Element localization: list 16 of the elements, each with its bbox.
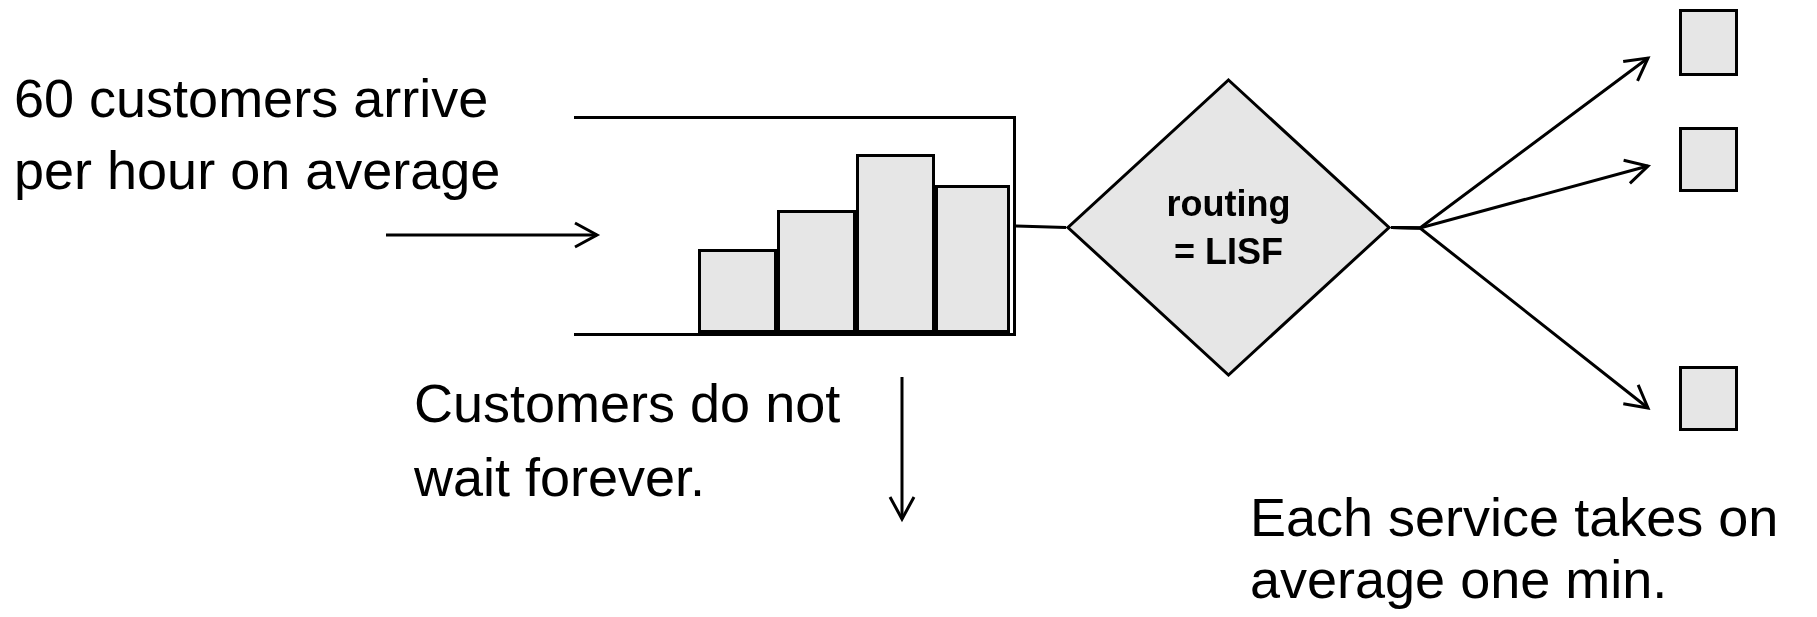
queued-customer-bar [698,249,777,333]
server-box [1679,9,1738,76]
server-box [1679,127,1738,192]
note-text: Customers do not wait forever. [414,372,842,509]
queued-customer-bar [777,210,856,333]
arrow [386,221,599,249]
note-text: 60 customers arrive per hour on average [14,67,502,202]
server-box [1679,366,1738,431]
decision-diamond [1066,78,1391,377]
routing-rule-text: routing = LISF [1165,181,1292,274]
queued-customer-bar [935,185,1010,333]
arrow [888,377,916,521]
queued-customer-bar [856,154,935,333]
queue-buffer [574,116,1016,336]
arrow [1390,226,1650,410]
note-text: Each service takes on average one min. [1250,486,1780,610]
